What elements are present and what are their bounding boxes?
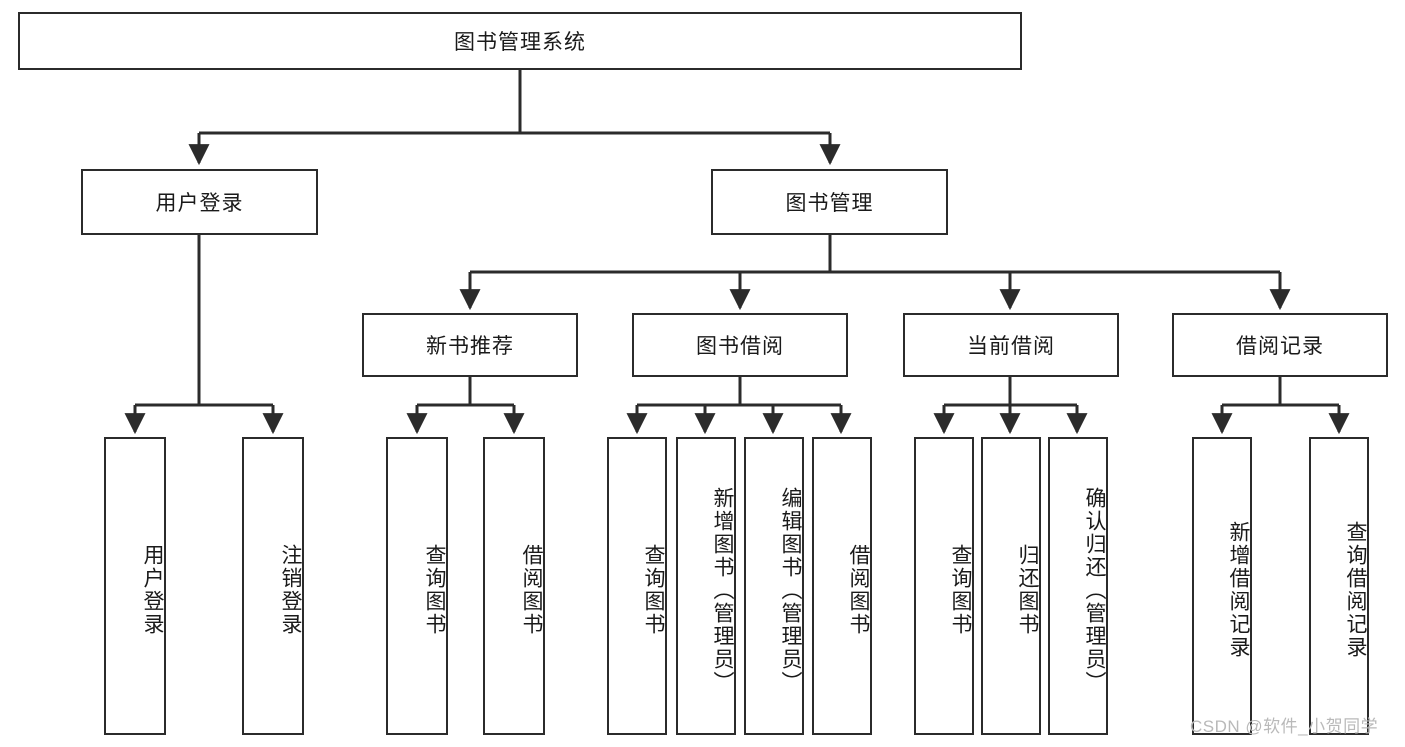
watermark: CSDN @软件_小贺同学 — [1190, 717, 1379, 736]
leaf-current-return-book[interactable]: 归还图书 — [981, 437, 1041, 735]
leaf-label: 新增借阅记录 — [1227, 521, 1250, 659]
node-current-borrow-label: 当前借阅 — [967, 335, 1055, 358]
node-book-borrow[interactable]: 图书借阅 — [632, 313, 848, 377]
leaf-current-query-book[interactable]: 查询图书 — [914, 437, 974, 735]
leaf-label: 查询借阅记录 — [1344, 521, 1367, 659]
leaf-label: 查询图书 — [642, 544, 665, 636]
node-user-login-label: 用户登录 — [155, 192, 244, 215]
leaf-record-query[interactable]: 查询借阅记录 — [1309, 437, 1369, 735]
leaf-record-add[interactable]: 新增借阅记录 — [1192, 437, 1252, 735]
node-borrow-record-label: 借阅记录 — [1236, 335, 1324, 358]
leaf-label: 归还图书 — [1016, 544, 1039, 636]
leaf-label: 注销登录 — [279, 544, 302, 636]
leaf-borrow-add-book[interactable]: 新增图书（管理员） — [676, 437, 736, 735]
node-new-book-recommend[interactable]: 新书推荐 — [362, 313, 578, 377]
leaf-label: 借阅图书 — [520, 544, 543, 636]
leaf-label: 确认归还（管理员） — [1083, 486, 1106, 694]
node-new-book-recommend-label: 新书推荐 — [426, 335, 514, 358]
leaf-label: 编辑图书（管理员） — [779, 486, 802, 694]
leaf-label: 借阅图书 — [847, 544, 870, 636]
node-book-borrow-label: 图书借阅 — [696, 335, 784, 358]
leaf-borrow-borrow-book[interactable]: 借阅图书 — [812, 437, 872, 735]
leaf-new-book-borrow[interactable]: 借阅图书 — [483, 437, 545, 735]
node-book-management[interactable]: 图书管理 — [711, 169, 948, 235]
leaf-label: 新增图书（管理员） — [711, 486, 734, 694]
node-root-label: 图书管理系统 — [454, 31, 586, 54]
leaf-user-login-login[interactable]: 用户登录 — [104, 437, 166, 735]
leaf-borrow-edit-book[interactable]: 编辑图书（管理员） — [744, 437, 804, 735]
leaf-label: 查询图书 — [949, 544, 972, 636]
leaf-user-login-logout[interactable]: 注销登录 — [242, 437, 304, 735]
leaf-label: 用户登录 — [141, 544, 164, 636]
node-borrow-record[interactable]: 借阅记录 — [1172, 313, 1388, 377]
node-book-management-label: 图书管理 — [785, 192, 874, 215]
node-root[interactable]: 图书管理系统 — [18, 12, 1022, 70]
leaf-borrow-query-book[interactable]: 查询图书 — [607, 437, 667, 735]
node-current-borrow[interactable]: 当前借阅 — [903, 313, 1119, 377]
node-user-login[interactable]: 用户登录 — [81, 169, 318, 235]
leaf-label: 查询图书 — [423, 544, 446, 636]
leaf-new-book-query[interactable]: 查询图书 — [386, 437, 448, 735]
leaf-current-confirm-return[interactable]: 确认归还（管理员） — [1048, 437, 1108, 735]
